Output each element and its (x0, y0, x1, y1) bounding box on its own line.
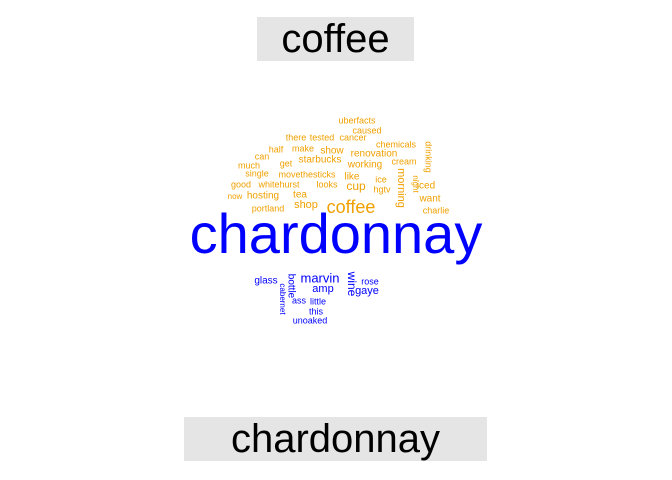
coffee-word: starbucks (299, 155, 342, 166)
chardonnay-word: marvin (300, 270, 339, 285)
chardonnay-word: wine (345, 271, 359, 297)
coffee-word: movethesticks (278, 169, 336, 179)
coffee-word: cream (391, 156, 416, 166)
coffee-word: like (344, 172, 359, 183)
coffee-word: single (245, 168, 269, 178)
coffee-word: get (280, 158, 293, 168)
coffee-word: shop (294, 199, 318, 211)
chardonnay-word: little (310, 296, 326, 306)
coffee-word: charlie (423, 205, 450, 215)
chardonnay-word: ass (292, 295, 307, 305)
coffee-word: chemicals (376, 139, 417, 149)
coffee-word: cancer (339, 132, 366, 142)
coffee-word: whitehurst (257, 179, 300, 189)
coffee-word: iced (417, 181, 435, 192)
coffee-word: looks (316, 179, 338, 189)
coffee-word: now (228, 192, 243, 201)
coffee-word: portland (252, 203, 285, 213)
coffee-word: tested (310, 132, 335, 142)
coffee-word: uberfacts (338, 115, 376, 125)
chardonnay-word: cabernet (278, 283, 287, 315)
coffee-word: half (269, 144, 284, 154)
coffee-word: coffee (327, 197, 376, 217)
chardonnay-word-main: chardonnay (190, 202, 483, 265)
coffee-word: working (347, 160, 382, 171)
coffee-word: night (411, 175, 420, 193)
coffee-word: drinking (424, 141, 434, 173)
coffee-word: make (292, 143, 314, 153)
coffee-word: cup (346, 179, 366, 193)
chardonnay-word: gaye (355, 285, 379, 297)
chardonnay-word: glass (254, 276, 277, 287)
coffee-word: show (320, 146, 344, 157)
coffee-group-label: coffee (257, 17, 414, 61)
coffee-word: want (418, 194, 440, 205)
chardonnay-word: unoaked (293, 315, 328, 325)
coffee-word: caused (352, 125, 381, 135)
coffee-word: tea (293, 190, 307, 201)
coffee-word: renovation (351, 149, 398, 160)
chardonnay-word: rose (361, 276, 379, 286)
coffee-word: morning (395, 168, 407, 208)
chardonnay-word: amp (312, 283, 333, 295)
chardonnay-group-label: chardonnay (184, 417, 487, 461)
coffee-word: much (238, 160, 260, 170)
chardonnay-word: bottle (285, 274, 296, 299)
coffee-word: good (231, 179, 251, 189)
coffee-word: hgtv (373, 184, 391, 194)
coffee-word: there (286, 132, 307, 142)
coffee-word: hosting (247, 191, 279, 202)
coffee-word: can (255, 151, 270, 161)
chardonnay-word: this (309, 306, 324, 316)
coffee-word: ice (375, 174, 387, 184)
